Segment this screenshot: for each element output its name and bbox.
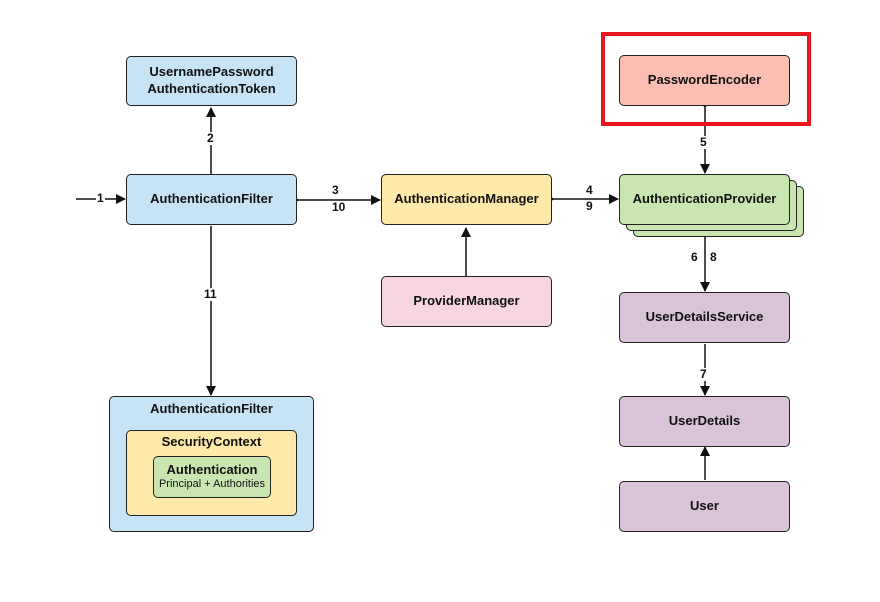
edge-label-4: 4 (585, 183, 594, 197)
container-filter-label: AuthenticationFilter (150, 401, 273, 416)
authentication-provider-label: AuthenticationProvider (632, 191, 777, 207)
edge-label-6: 6 (690, 250, 699, 264)
provider-manager-node: ProviderManager (381, 276, 552, 327)
authentication-filter-container: AuthenticationFilter SecurityContext Aut… (109, 396, 314, 532)
user-label: User (690, 498, 719, 514)
user-details-node: UserDetails (619, 396, 790, 447)
edge-label-2: 2 (206, 131, 215, 145)
authentication-provider-node: AuthenticationProvider (619, 174, 790, 225)
authentication-filter-label: AuthenticationFilter (150, 191, 273, 207)
password-encoder-node: PasswordEncoder (619, 55, 790, 106)
highlight-frame (601, 32, 811, 126)
edge-label-10: 10 (331, 200, 347, 214)
user-node: User (619, 481, 790, 532)
edge-label-3: 3 (331, 183, 340, 197)
token-label-line1: UsernamePassword (149, 64, 274, 80)
user-details-label: UserDetails (668, 413, 741, 429)
edge-label-5: 5 (699, 135, 708, 149)
edge-label-9: 9 (585, 199, 594, 213)
authentication-manager-node: AuthenticationManager (381, 174, 552, 225)
edge-label-8: 8 (709, 250, 718, 264)
security-context-node: SecurityContext Authentication Principal… (126, 430, 297, 516)
edge-label-11: 11 (203, 287, 218, 301)
authentication-node: Authentication Principal + Authorities (153, 456, 271, 498)
username-password-token-node: UsernamePassword AuthenticationToken (126, 56, 297, 106)
provider-manager-label: ProviderManager (413, 293, 520, 309)
authentication-sub-label: Principal + Authorities (158, 478, 266, 491)
token-label-line2: AuthenticationToken (147, 81, 276, 96)
authentication-label: Authentication (166, 462, 258, 477)
user-details-service-node: UserDetailsService (619, 292, 790, 343)
password-encoder-label: PasswordEncoder (647, 72, 762, 88)
edge-label-7: 7 (699, 367, 708, 381)
authentication-filter-node: AuthenticationFilter (126, 174, 297, 225)
security-context-label: SecurityContext (161, 434, 262, 449)
user-details-service-label: UserDetailsService (645, 309, 764, 325)
authentication-manager-label: AuthenticationManager (394, 191, 539, 207)
edge-label-1: 1 (96, 191, 105, 205)
